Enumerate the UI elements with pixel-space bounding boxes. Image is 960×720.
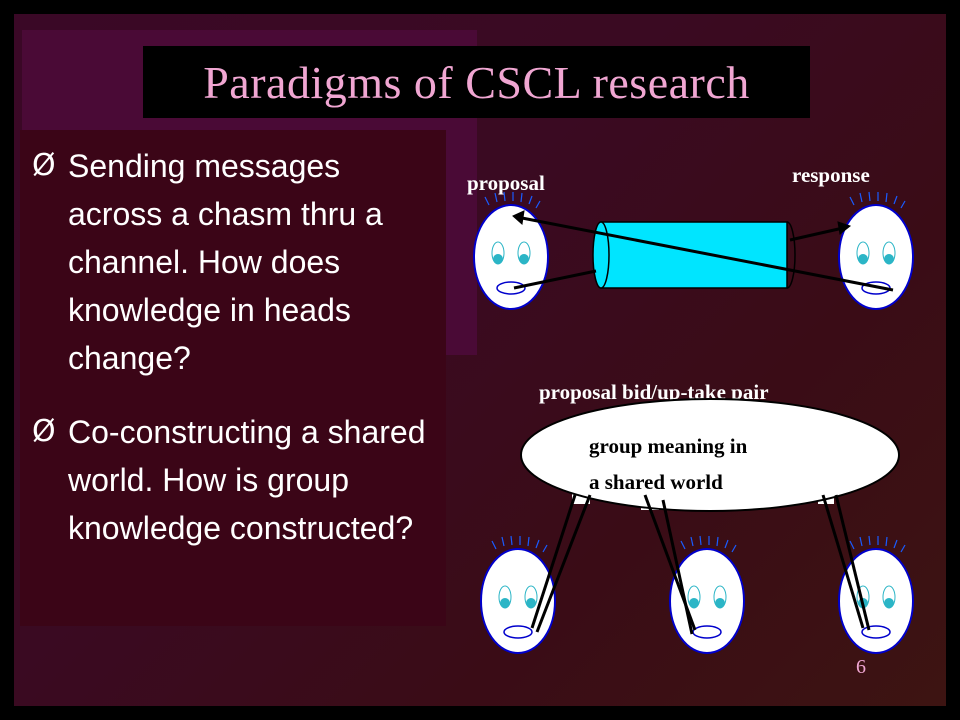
- bullet-text: Sending messages across a chasm thru a c…: [68, 148, 383, 376]
- bullet-item: Ø Co-constructing a shared world. How is…: [32, 408, 432, 552]
- proposal-label: proposal: [467, 171, 545, 195]
- slide-title: Paradigms of CSCL research: [203, 56, 750, 108]
- response-label: response: [792, 163, 870, 187]
- bullet-text: Co-constructing a shared world. How is g…: [68, 414, 426, 546]
- bullet-item: Ø Sending messages across a chasm thru a…: [32, 142, 432, 382]
- page-number: 6: [856, 656, 866, 678]
- face-right-top: [838, 191, 914, 310]
- arrow-bullet-icon: Ø: [32, 148, 56, 183]
- message-arrows: [512, 210, 894, 292]
- arrow-bullet-icon: Ø: [32, 414, 56, 449]
- cloud-text-line2: a shared world: [589, 470, 723, 494]
- connector-lines: [530, 494, 871, 635]
- title-box: Paradigms of CSCL research: [143, 46, 810, 118]
- face-left-top: [473, 191, 549, 310]
- text-panel: [20, 130, 446, 626]
- cloud-text-line1: group meaning in: [589, 434, 748, 458]
- channel-cylinder: [592, 221, 796, 289]
